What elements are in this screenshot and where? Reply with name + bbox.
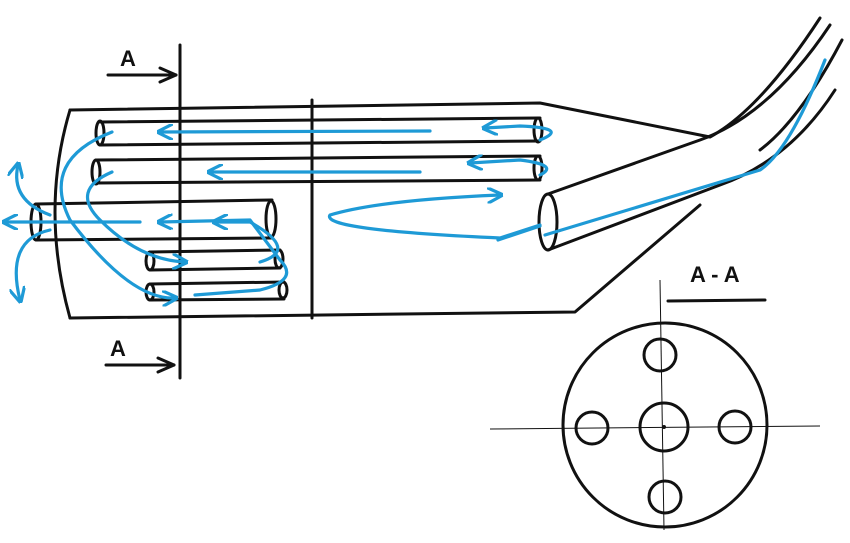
section-view-a-a: A - A — [489, 262, 821, 531]
section-line-a: A A — [104, 43, 182, 380]
internal-tubes — [29, 116, 544, 302]
section-label-top: A — [120, 46, 136, 71]
flow-arrows — [5, 58, 827, 300]
section-view-title: A - A — [690, 262, 740, 287]
section-label-bottom: A — [110, 336, 126, 361]
